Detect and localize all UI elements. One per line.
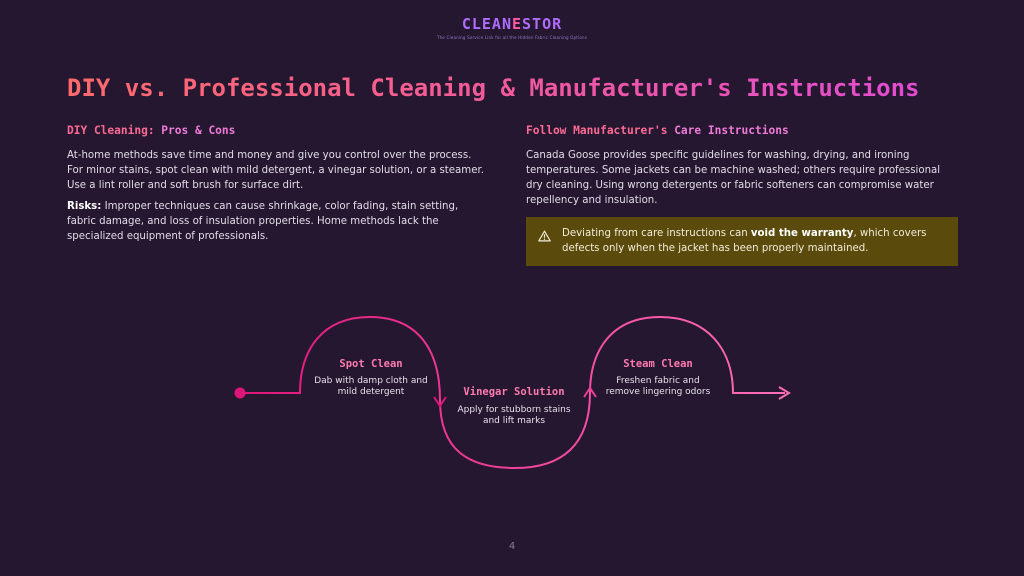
manufacturer-heading-b: Care Instructions (674, 124, 789, 137)
step-vinegar-desc: Apply for stubborn stains and lift marks (434, 405, 594, 427)
risks-text: Improper techniques can cause shrinkage,… (67, 201, 459, 242)
step-steam-clean-desc: Freshen fabric and remove lingering odor… (578, 376, 738, 398)
step-vinegar-desc-2: and lift marks (482, 416, 546, 426)
warranty-warning: Deviating from care instructions can voi… (526, 217, 958, 266)
logo-accent: E (512, 15, 523, 33)
diy-paragraph: At-home methods save time and money and … (67, 150, 484, 191)
step-vinegar-title: Vinegar Solution (463, 386, 565, 398)
diy-column: DIY Cleaning: Pros & Cons At-home method… (67, 124, 487, 250)
warning-icon (538, 230, 551, 242)
flow-path-graphic (234, 315, 791, 470)
step-vinegar-desc-1: Apply for stubborn stains (457, 405, 571, 415)
flow-curve (240, 315, 785, 470)
warning-text-bold: void the warranty (750, 228, 854, 239)
logo-wordmark: CLEANESTOR (0, 15, 1024, 33)
flow-end-arrow (778, 386, 791, 400)
arrow-up-2 (583, 386, 597, 398)
step-spot-clean-title: Spot Clean (339, 358, 403, 370)
cleaning-flow-diagram: Spot Clean Dab with damp cloth and mild … (0, 300, 1024, 500)
manufacturer-paragraph: Canada Goose provides specific guideline… (526, 150, 941, 206)
manufacturer-heading-a: Follow Manufacturer's (526, 124, 675, 137)
diy-heading: DIY Cleaning: Pros & Cons (67, 124, 487, 137)
step-spot-clean-desc-2: mild detergent (337, 387, 405, 397)
logo-part1: CLEAN (461, 15, 512, 33)
step-steam-clean-desc-1: Freshen fabric and (616, 376, 700, 386)
logo-tagline: The Cleaning Service Link for all the Hi… (436, 35, 588, 40)
step-spot-clean-desc: Dab with damp cloth and mild detergent (291, 376, 451, 398)
warning-text-pre: Deviating from care instructions can (562, 228, 751, 239)
step-spot-clean-desc-1: Dab with damp cloth and (314, 376, 428, 386)
logo-part2: STOR (522, 15, 563, 33)
page-number: 4 (508, 541, 516, 552)
warning-text-post: , which covers defects only when the jac… (562, 228, 927, 254)
page-title: DIY vs. Professional Cleaning & Manufact… (67, 74, 920, 102)
step-steam-clean-desc-2: remove lingering odors (605, 387, 711, 397)
step-steam-clean-title: Steam Clean (623, 358, 693, 370)
diy-heading-a: DIY Cleaning: (67, 124, 162, 137)
diy-heading-b: Pros & Cons (161, 124, 236, 137)
risks-label: Risks: (67, 201, 102, 212)
risks-paragraph: Risks: Improper techniques can cause shr… (67, 199, 487, 244)
manufacturer-column: Follow Manufacturer's Care Instructions … (526, 124, 958, 266)
logo: CLEANESTOR The Cleaning Service Link for… (0, 15, 1024, 40)
arrow-down-1 (433, 396, 447, 408)
manufacturer-heading: Follow Manufacturer's Care Instructions (526, 124, 958, 137)
